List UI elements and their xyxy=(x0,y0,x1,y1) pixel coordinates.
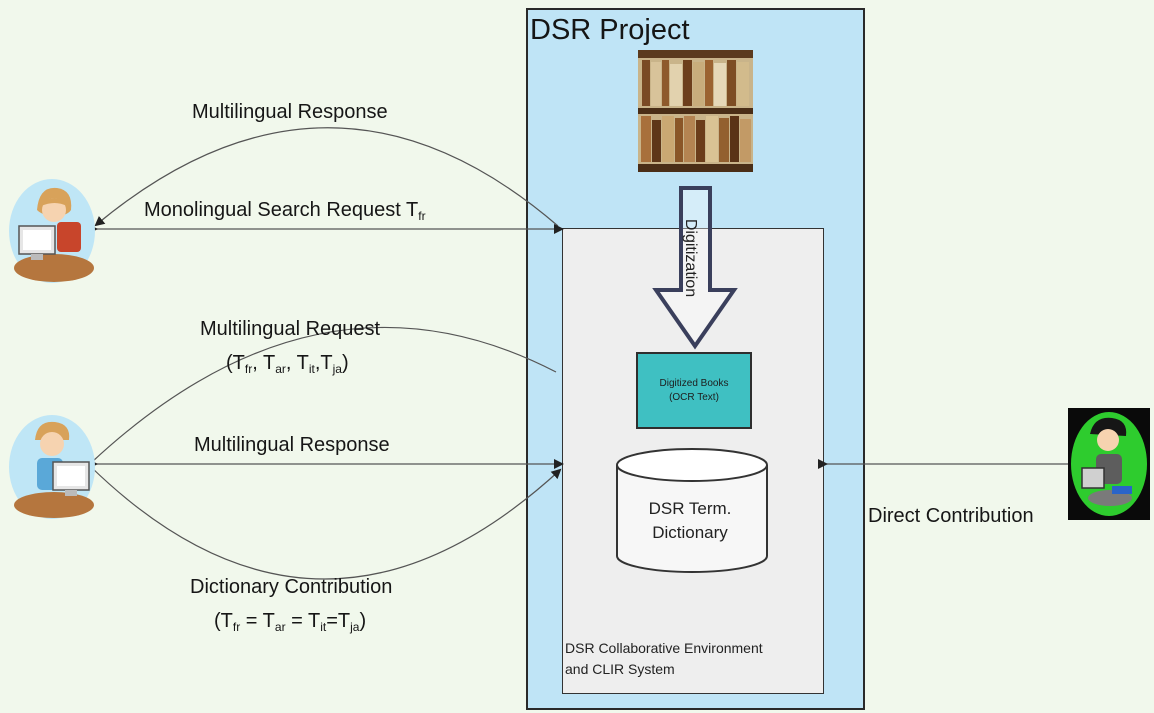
user-woman-computer-icon xyxy=(9,179,95,283)
digitized-books-line2: (OCR Text) xyxy=(669,391,719,403)
digitized-books-line1: Digitized Books xyxy=(659,377,729,389)
label-direct-contribution: Direct Contribution xyxy=(868,505,1034,527)
label-contribution-terms: (Tfr = Tar = Tit=Tja) xyxy=(214,610,367,634)
multilingual-request-arc xyxy=(91,326,557,463)
project-title: DSR Project xyxy=(530,14,690,46)
database-cylinder-icon xyxy=(616,448,768,573)
multilingual-response-arc-1 xyxy=(94,127,559,227)
label-monolingual-request: Monolingual Search Request Tfr xyxy=(144,199,426,223)
label-dictionary-contribution: Dictionary Contribution xyxy=(190,576,393,598)
digitization-arrow-icon xyxy=(652,186,738,350)
books-shelf-icon xyxy=(638,50,753,172)
dictionary-contribution-arc xyxy=(89,465,562,580)
label-multilingual-response-2: Multilingual Response xyxy=(194,434,390,456)
environment-label-line2: and CLIR System xyxy=(565,661,675,677)
label-request-terms: (Tfr, Tar, Tit,Tja) xyxy=(226,352,349,376)
dictionary-line2: Dictionary xyxy=(652,523,728,542)
digitized-books-box: Digitized Books (OCR Text) xyxy=(636,352,752,429)
dictionary-line1: DSR Term. xyxy=(648,499,732,518)
environment-label: DSR Collaborative Environment and CLIR S… xyxy=(565,638,823,680)
dictionary-label: DSR Term. Dictionary xyxy=(610,497,770,545)
label-multilingual-response-1: Multilingual Response xyxy=(192,101,388,123)
user-man-computer-icon xyxy=(9,415,95,519)
environment-label-line1: DSR Collaborative Environment xyxy=(565,640,763,656)
label-multilingual-request: Multilingual Request xyxy=(200,318,381,340)
user-contributor-icon xyxy=(1068,408,1150,520)
